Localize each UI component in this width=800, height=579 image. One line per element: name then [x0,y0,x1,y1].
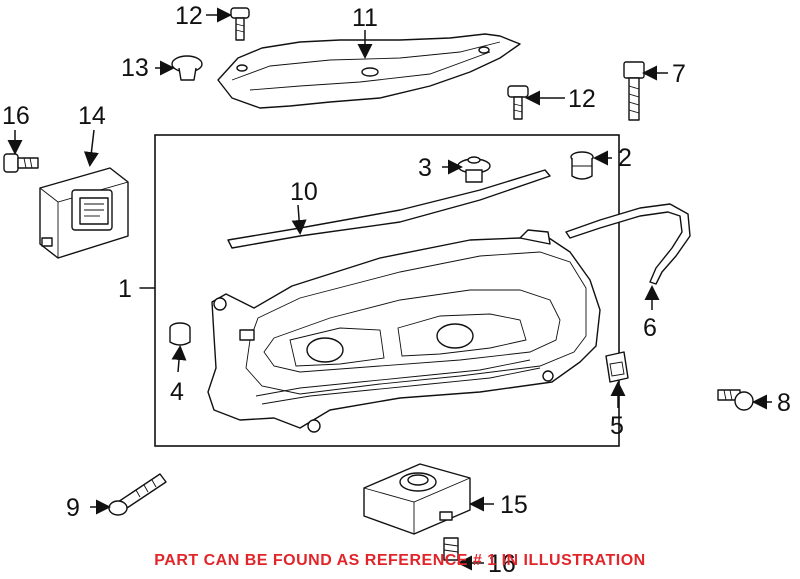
leader-arrows [7,7,772,571]
assembly-frame [154,134,620,447]
callout-12-top: 12 [175,2,203,30]
part-7-bolt [623,61,645,121]
callout-3: 3 [418,154,432,182]
callout-15: 15 [500,491,528,519]
part-12-screw-right [507,85,529,120]
callout-4: 4 [170,378,184,406]
callout-1: 1 [118,275,132,303]
part-3-clip [457,156,491,183]
part-13-plug [171,55,203,81]
callout-14: 14 [78,102,106,130]
part-9-bolt [108,473,167,516]
part-2-grommet [570,151,594,180]
part-5-clip [605,351,629,383]
part-12-screw-top [230,7,250,41]
part-6-seal [565,203,691,285]
part-16-screw-left [3,153,39,173]
callout-9: 9 [66,494,80,522]
callout-5: 5 [610,412,624,440]
callout-10: 10 [290,178,318,206]
callout-13: 13 [121,54,149,82]
part-16-screw-bottom [443,537,459,561]
callout-7: 7 [672,60,686,88]
callout-8: 8 [777,389,791,417]
part-1-headlamp [207,229,601,433]
part-14-control-module [39,167,129,259]
part-10-trim-strip [227,169,551,249]
reference-caption: PART CAN BE FOUND AS REFERENCE # 1 IN IL… [154,552,646,569]
callout-16-bottom: 16 [488,550,516,578]
part-11-bracket [217,33,521,109]
callout-11: 11 [352,4,378,32]
callout-16-left: 16 [2,102,30,130]
callout-2: 2 [618,144,632,172]
part-8-screw [717,389,754,411]
callout-12-right: 12 [568,85,596,113]
part-4-grommet [169,322,191,346]
part-15-ballast-module [363,463,471,535]
callout-6: 6 [643,314,657,342]
